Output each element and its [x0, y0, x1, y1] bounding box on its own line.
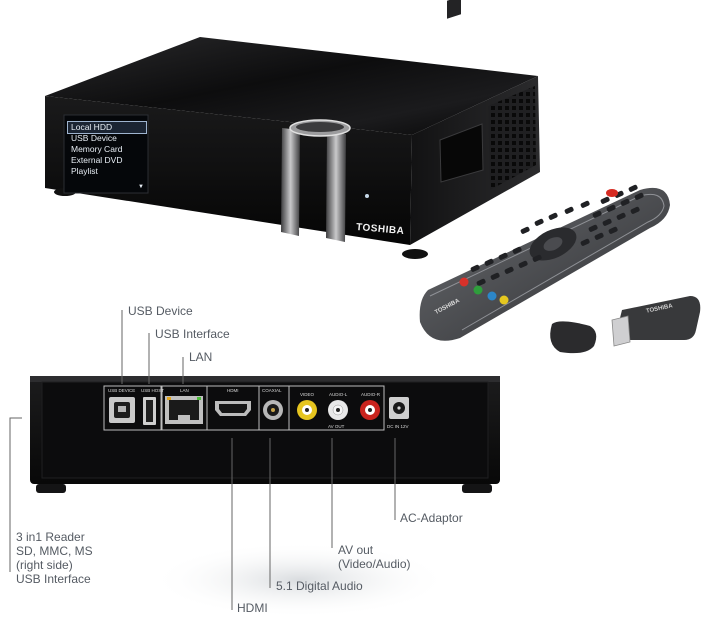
callout-ac-adaptor: AC-Adaptor	[400, 511, 463, 525]
menu-item-memory-card: Memory Card	[71, 144, 123, 154]
callout-reader-line-2: SD, MMC, MS	[16, 544, 93, 558]
port-label-lan: LAN	[180, 388, 189, 393]
front-display-menu: Local HDD USB Device Memory Card Externa…	[67, 121, 147, 190]
callout-reader-line-1: 3 in1 Reader	[16, 530, 85, 544]
menu-item-usb-device: USB Device	[71, 133, 117, 143]
port-label-hdmi: HDMI	[227, 388, 239, 393]
callout-hdmi: HDMI	[237, 601, 268, 615]
callout-digital-audio: 5.1 Digital Audio	[276, 579, 363, 593]
port-label-audio-l: AUDIO-L	[329, 392, 348, 397]
callout-av-out-line-2: (Video/Audio)	[338, 557, 411, 571]
menu-item-external-dvd: External DVD	[71, 155, 123, 165]
port-label-video: VIDEO	[300, 392, 315, 397]
callout-reader-line-4: USB Interface	[16, 572, 91, 586]
callout-usb-device: USB Device	[128, 304, 193, 318]
callout-reader-line-3: (right side)	[16, 558, 73, 572]
port-label-coaxial: COAXIAL	[262, 388, 282, 393]
port-label-usb-host: USB HOST	[141, 388, 165, 393]
callout-lan: LAN	[189, 350, 213, 364]
callout-usb-interface: USB Interface	[155, 327, 230, 341]
menu-item-playlist: Playlist	[71, 166, 98, 176]
callout-av-out: AV out (Video/Audio)	[338, 543, 411, 571]
port-label-audio-r: AUDIO-R	[361, 392, 380, 397]
port-label-dc-in: DC IN 12V	[387, 424, 409, 429]
port-label-usb-device: USB DEVICE	[108, 388, 136, 393]
callout-3in1-reader: 3 in1 Reader SD, MMC, MS (right side) US…	[16, 530, 93, 586]
port-label-av-out: AV OUT	[328, 424, 345, 429]
callout-av-out-line-1: AV out	[338, 543, 374, 557]
menu-item-local-hdd: Local HDD	[67, 121, 147, 134]
menu-scroll-down-icon: ▼	[138, 184, 144, 190]
